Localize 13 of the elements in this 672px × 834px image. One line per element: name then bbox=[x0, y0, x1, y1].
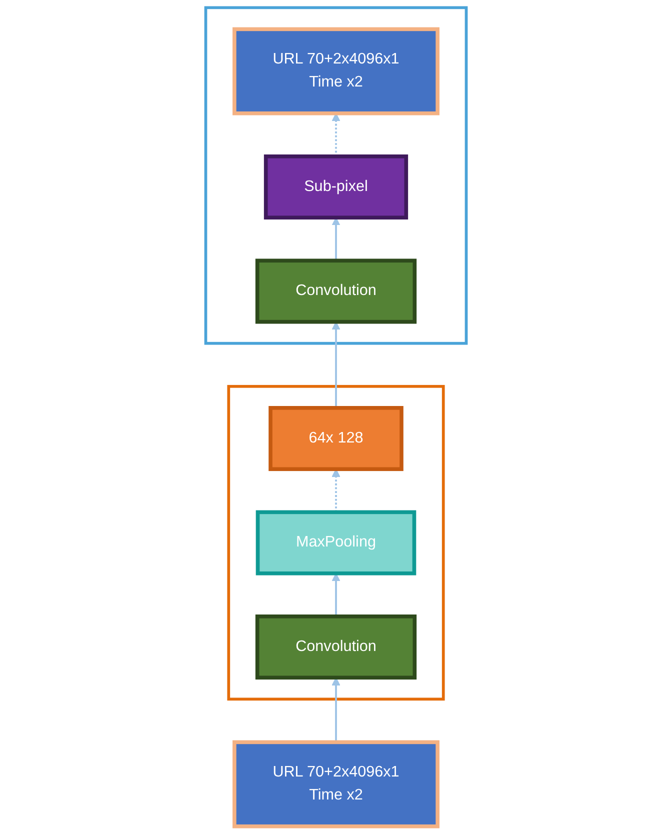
node-box: Sub-pixel bbox=[264, 154, 408, 220]
arrow bbox=[332, 217, 340, 261]
cluster bbox=[204, 6, 468, 345]
node-box: Convolution bbox=[255, 614, 417, 680]
node-box: Convolution bbox=[255, 258, 417, 324]
arrow bbox=[332, 677, 340, 742]
node-box: URL 70+2x4096x1 Time x2 bbox=[232, 27, 440, 116]
node-box: MaxPooling bbox=[256, 510, 416, 576]
node-box: 64x 128 bbox=[268, 406, 404, 472]
cluster bbox=[227, 384, 445, 701]
node-box: URL 70+2x4096x1 Time x2 bbox=[232, 740, 440, 828]
arrow bbox=[332, 573, 340, 616]
arrow bbox=[332, 321, 340, 408]
